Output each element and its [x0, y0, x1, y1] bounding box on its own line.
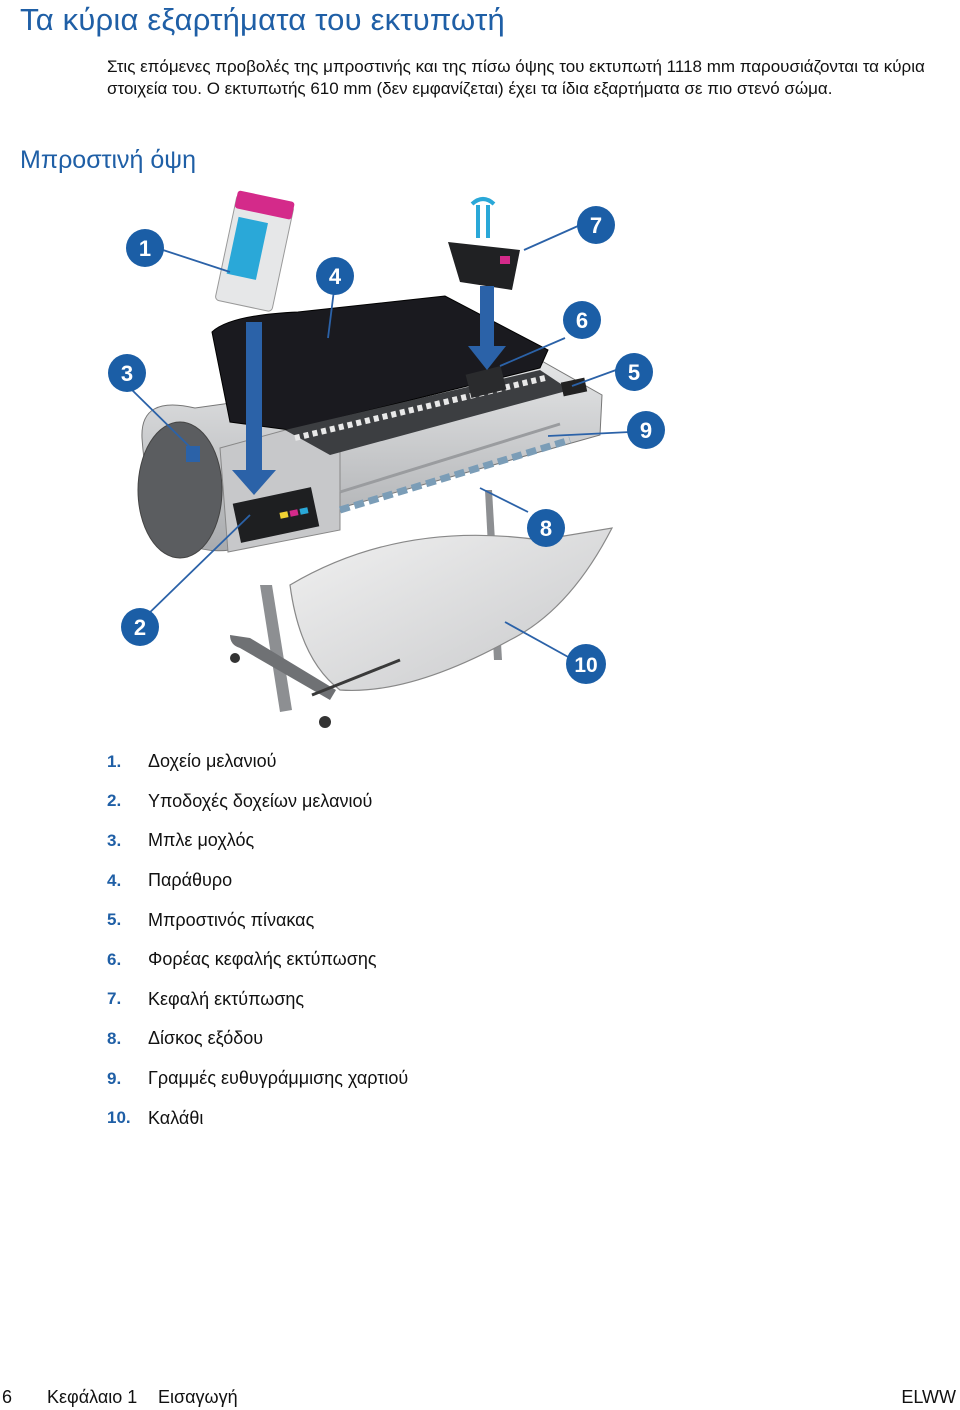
- page-number: 6: [2, 1387, 13, 1407]
- item-number: 9.: [107, 1068, 122, 1088]
- item-number: 7.: [107, 989, 122, 1009]
- callout-label-8: 8: [540, 516, 552, 541]
- callout-label-1: 1: [139, 236, 151, 261]
- section-title: Μπροστινή όψη: [20, 146, 197, 174]
- callout-8: 8: [527, 509, 565, 547]
- item-label: Καλάθι: [148, 1107, 204, 1128]
- callout-label-2: 2: [134, 615, 146, 640]
- item-label: Δίσκος εξόδου: [148, 1028, 264, 1049]
- callout-label-5: 5: [628, 360, 640, 385]
- callout-label-9: 9: [640, 418, 652, 443]
- callout-2: 2: [121, 608, 159, 646]
- list-item: 9. Γραμμές ευθυγράμμισης χαρτιού: [107, 1059, 408, 1099]
- ink-cartridge: [215, 190, 295, 312]
- callout-7: 7: [577, 206, 615, 244]
- blue-lever: [186, 446, 200, 462]
- window: [211, 295, 549, 431]
- item-label: Φορέας κεφαλής εκτύπωσης: [148, 949, 377, 970]
- list-item: 1. Δοχείο μελανιού: [107, 742, 408, 782]
- parts-list: 1. Δοχείο μελανιού 2. Υποδοχές δοχείων μελ…: [107, 742, 408, 1138]
- callout-label-4: 4: [329, 264, 342, 289]
- list-item: 6. Φορέας κεφαλής εκτύπωσης: [107, 940, 408, 980]
- item-label: Κεφαλή εκτύπωσης: [148, 988, 305, 1009]
- section-label: Εισαγωγή: [158, 1387, 238, 1407]
- item-number: 4.: [107, 870, 122, 890]
- callout-label-6: 6: [576, 308, 588, 333]
- page-footer: 6 Κεφάλαιο 1 Εισαγωγή ELWW: [0, 1385, 960, 1409]
- chapter-label: Κεφάλαιο 1: [47, 1387, 138, 1407]
- item-label: Δοχείο μελανιού: [148, 751, 277, 772]
- callout-label-7: 7: [590, 213, 602, 238]
- list-item: 5. Μπροστινός πίνακας: [107, 900, 408, 940]
- arrow-icons: [232, 286, 506, 495]
- callout-6: 6: [563, 301, 601, 339]
- item-number: 2.: [107, 791, 122, 811]
- item-number: 8.: [107, 1028, 122, 1048]
- callout-4: 4: [316, 257, 354, 295]
- list-item: 3. Μπλε μοχλός: [107, 821, 408, 861]
- item-label: Γραμμές ευθυγράμμισης χαρτιού: [148, 1068, 409, 1089]
- callout-3: 3: [108, 354, 146, 392]
- item-number: 1.: [107, 751, 122, 771]
- item-label: Μπλε μοχλός: [148, 830, 255, 851]
- item-label: Παράθυρο: [148, 870, 233, 891]
- document-code: ELWW: [901, 1387, 956, 1407]
- basket: [289, 527, 614, 692]
- callout-10: 10: [566, 644, 606, 684]
- callout-leaders: [129, 225, 631, 659]
- list-item: 2. Υποδοχές δοχείων μελανιού: [107, 782, 408, 822]
- list-item: 4. Παράθυρο: [107, 861, 408, 901]
- item-number: 5.: [107, 910, 122, 930]
- printhead: [448, 197, 520, 290]
- list-item: 8. Δίσκος εξόδου: [107, 1019, 408, 1059]
- ink-slots: [232, 487, 320, 543]
- item-label: Μπροστινός πίνακας: [148, 909, 315, 930]
- callout-5: 5: [615, 353, 653, 391]
- item-number: 10.: [107, 1108, 131, 1128]
- item-number: 6.: [107, 949, 122, 969]
- callout-label-3: 3: [121, 361, 133, 386]
- item-label: Υποδοχές δοχείων μελανιού: [148, 790, 373, 811]
- callout-label-10: 10: [574, 654, 597, 677]
- callout-1: 1: [126, 229, 164, 267]
- printer-front-view-illustration: 1 2 3 4 5 6 7 8 9 10: [108, 190, 665, 728]
- list-item: 10. Καλάθι: [107, 1098, 408, 1138]
- page-title: Τα κύρια εξαρτήματα του εκτυπωτή: [20, 2, 505, 37]
- item-number: 3.: [107, 830, 122, 850]
- intro-paragraph: Στις επόμενες προβολές της μπροστινής κα…: [107, 57, 925, 98]
- list-item: 7. Κεφαλή εκτύπωσης: [107, 980, 408, 1020]
- callout-9: 9: [627, 411, 665, 449]
